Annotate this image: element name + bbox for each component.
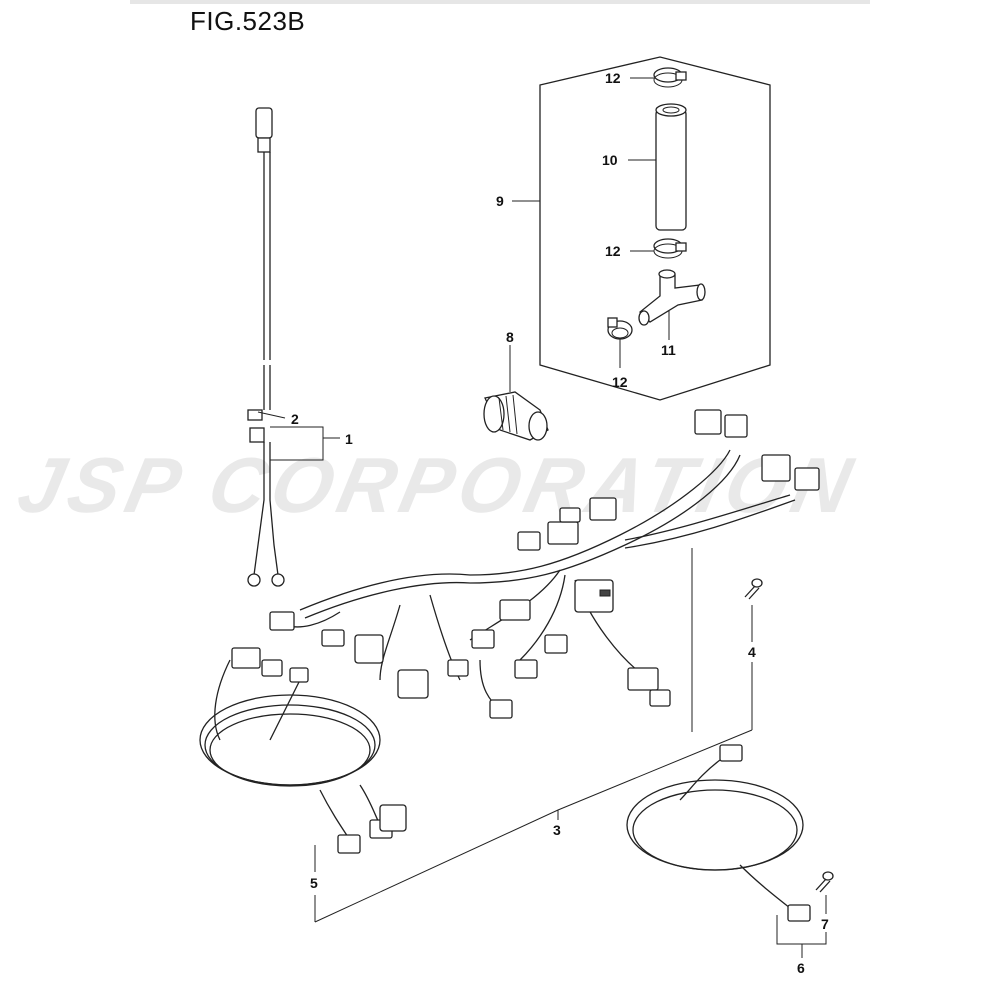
callout-2: 2: [291, 411, 299, 427]
callout-8: 8: [506, 329, 514, 345]
sub-harness-5-icon: [199, 647, 407, 854]
callout-11: 11: [661, 342, 676, 358]
fitting-8-icon: [483, 391, 549, 441]
lead-wire-1-icon: [247, 107, 285, 587]
cable-6-icon: [626, 744, 811, 922]
callout-12-bottom: 12: [612, 374, 628, 390]
top-border-bar: [130, 0, 870, 4]
part-9-group-outline: [539, 56, 771, 401]
callout-12-top: 12: [605, 70, 621, 86]
screw-4-icon: [744, 578, 763, 600]
clamp-12-middle-icon: [653, 238, 687, 259]
clamp-12-top-icon: [653, 67, 687, 88]
callout-3: 3: [553, 822, 561, 838]
screw-7-icon: [815, 871, 834, 893]
t-fitting-11-icon: [638, 269, 706, 326]
figure-title: FIG.523B: [190, 6, 306, 36]
callout-5: 5: [310, 875, 318, 891]
callout-10: 10: [602, 152, 618, 168]
hose-10-icon: [655, 103, 687, 231]
callout-12-middle: 12: [605, 243, 621, 259]
clamp-12-bottom-icon: [607, 317, 633, 340]
callout-1: 1: [345, 431, 353, 447]
main-harness-3-icon: [269, 409, 820, 719]
callout-6: 6: [797, 960, 805, 976]
callout-4: 4: [748, 644, 756, 660]
leader-lines: [257, 77, 827, 958]
callout-7: 7: [821, 916, 829, 932]
callout-9: 9: [496, 193, 504, 209]
